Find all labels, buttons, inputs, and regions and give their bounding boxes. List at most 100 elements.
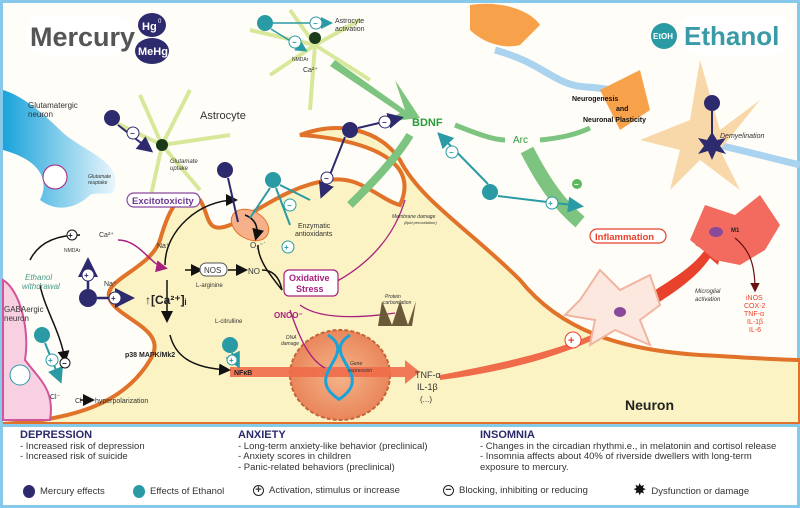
bdnf-to-arc-arrow <box>454 122 506 143</box>
mehg-badge <box>135 38 169 64</box>
microglia-nucleus <box>614 307 626 317</box>
tnf-alpha-label: TNF-α <box>415 370 441 380</box>
na-label-1: Na⁺ <box>157 243 170 250</box>
legend-item: ✸Dysfunction or damage <box>633 483 749 499</box>
mercury-title-bg <box>25 15 133 55</box>
svg-text:−: − <box>382 118 387 127</box>
l-citrulline-label: L-citrulline <box>215 319 243 325</box>
no-to-onoo-line <box>261 269 283 291</box>
depression-title: DEPRESSION <box>20 429 93 441</box>
p38-to-nfkb-arrow <box>169 334 231 376</box>
il-1b-label: IL-1β <box>417 382 438 392</box>
svg-text:+: + <box>48 356 53 365</box>
dna-helix <box>324 333 354 402</box>
depression-item: - Increased risk of depression <box>20 440 145 452</box>
svg-text:+: + <box>284 243 289 252</box>
protein-carbonilation-label: Protein <box>385 294 401 300</box>
bdnf-label: BDNF <box>412 117 443 129</box>
cortical-neuron <box>470 3 540 47</box>
ca-top-label: Ca²⁺ <box>303 67 318 74</box>
m1-label: M1 <box>731 228 740 234</box>
svg-text:−: − <box>292 38 297 47</box>
vesicle <box>9 364 31 386</box>
svg-text:−: − <box>130 129 135 138</box>
gabaergic-neuron-label: GABAergic <box>4 305 44 314</box>
astrocyte-top <box>249 8 372 111</box>
nos-label: NOS <box>204 266 221 275</box>
svg-text:+: + <box>568 335 574 347</box>
onoo-to-dna-line <box>289 309 326 369</box>
astrocyte-nucleus <box>309 32 321 44</box>
neuronal-plasticity-label: Neuronal Plasticity <box>583 117 646 124</box>
nfkb-gene-arrow <box>230 360 420 384</box>
glutamate-uptake-label: Glutamate <box>170 159 198 165</box>
dna-damage-label-2: damage <box>281 341 299 347</box>
arc-to-plasticity-arrow <box>539 125 592 143</box>
chloride-label-1: Cl⁻ <box>50 394 61 401</box>
glutamate-reuptake-label-2: reuptake <box>88 180 108 186</box>
o2-to-onoo-line <box>257 244 283 291</box>
clinical-effects-panel: DEPRESSION - Increased risk of depressio… <box>3 424 797 482</box>
nfkb-label: NFκB <box>234 370 252 377</box>
demyelination-label: Demyelination <box>720 133 764 140</box>
cytokine-tnf: TNF-α <box>744 311 764 318</box>
legend-item: Effects of Ethanol <box>133 485 224 498</box>
cytokine-il1b: IL-1β <box>747 319 763 326</box>
m1-microglia <box>690 195 780 265</box>
oxidative-stress-label-2: Stress <box>296 284 324 294</box>
insomnia-item: - Insomnia affects about 40% of riversid… <box>480 451 752 462</box>
no-label: NO <box>248 267 260 276</box>
hg0-badge <box>138 13 166 37</box>
enzymatic-antioxidants-label-2: antioxidants <box>295 231 333 238</box>
astrocyte-activation-label: Astrocyte <box>335 18 364 25</box>
superoxide-label: O₂⁻˙ <box>250 241 266 250</box>
ethanol-title: Ethanol <box>684 21 779 51</box>
astrocyte-activation-label-2: activation <box>335 26 365 33</box>
mechanism-diagram: Mercury Hg 0 MeHg EtOH Ethanol <box>2 3 800 424</box>
cytokine-il6: IL-6 <box>749 327 761 334</box>
microglial-activation-label: Microglial <box>695 289 721 295</box>
legend-item: Mercury effects <box>23 485 105 498</box>
insomnia-section: INSOMNIA - Changes in the circadian rhyt… <box>480 430 776 473</box>
vesicle <box>42 164 68 190</box>
legend: Mercury effects Effects of Ethanol + Acti… <box>3 479 797 503</box>
more-cytokines-label: (...) <box>420 395 432 404</box>
insomnia-title: INSOMNIA <box>480 429 535 441</box>
activation-markers: + + − − − − − − + + + + − − + + − <box>45 16 582 369</box>
protein-icon <box>378 301 416 326</box>
minus-circle-icon: − <box>443 485 454 496</box>
legend-label: Activation, stimulus or increase <box>269 485 400 496</box>
arc-to-inflammation-arrow <box>520 146 585 228</box>
m1-output-arrow <box>734 237 760 293</box>
svg-text:−: − <box>62 359 67 368</box>
neurogenesis-label: Neurogenesis <box>572 96 618 103</box>
astrocyte-left <box>109 89 231 201</box>
hg0-label: Hg <box>142 21 157 33</box>
legend-item: −Blocking, inhibiting or reducing <box>443 485 588 496</box>
oxidative-stress-label: Oxidative <box>289 273 330 283</box>
mehg-label: MeHg <box>138 46 168 58</box>
withdrawal-to-gaba-arrow <box>39 284 70 363</box>
intracellular-calcium-label: ↑[Ca²⁺]ᵢ <box>145 293 187 307</box>
astrocyte-to-bdnf-arrow <box>330 60 420 122</box>
ethanol-withdrawal-label-2: withdrawal <box>22 282 60 291</box>
cytokine-cox2: COX-2 <box>744 303 766 310</box>
protein-carbonilation-label-2: carbonilation <box>383 300 412 306</box>
legend-item: + Activation, stimulus or increase <box>253 485 400 496</box>
anxiety-item: - Panic-related behaviors (preclinical) <box>238 461 395 473</box>
microglial-activation-arrow <box>640 235 725 308</box>
insomnia-item: exposure to mercury. <box>480 461 569 473</box>
svg-text:−: − <box>324 174 329 183</box>
ethanol-withdrawal-label: Ethanol <box>25 273 52 282</box>
legend-label: Blocking, inhibiting or reducing <box>459 485 588 496</box>
plus-circle-icon: + <box>253 485 264 496</box>
excitotoxicity-box <box>126 192 201 208</box>
bdnf-to-antioxidants-arrow <box>347 132 414 208</box>
svg-text:−: − <box>287 201 292 210</box>
etoh-badge <box>651 23 677 49</box>
excitotoxicity-to-ca-arrow <box>117 239 168 273</box>
svg-text:−: − <box>313 19 318 28</box>
microglial-activation-label-2: activation <box>695 297 721 303</box>
mercury-title: Mercury <box>30 22 135 52</box>
ca-to-mito-arrow <box>164 194 238 266</box>
